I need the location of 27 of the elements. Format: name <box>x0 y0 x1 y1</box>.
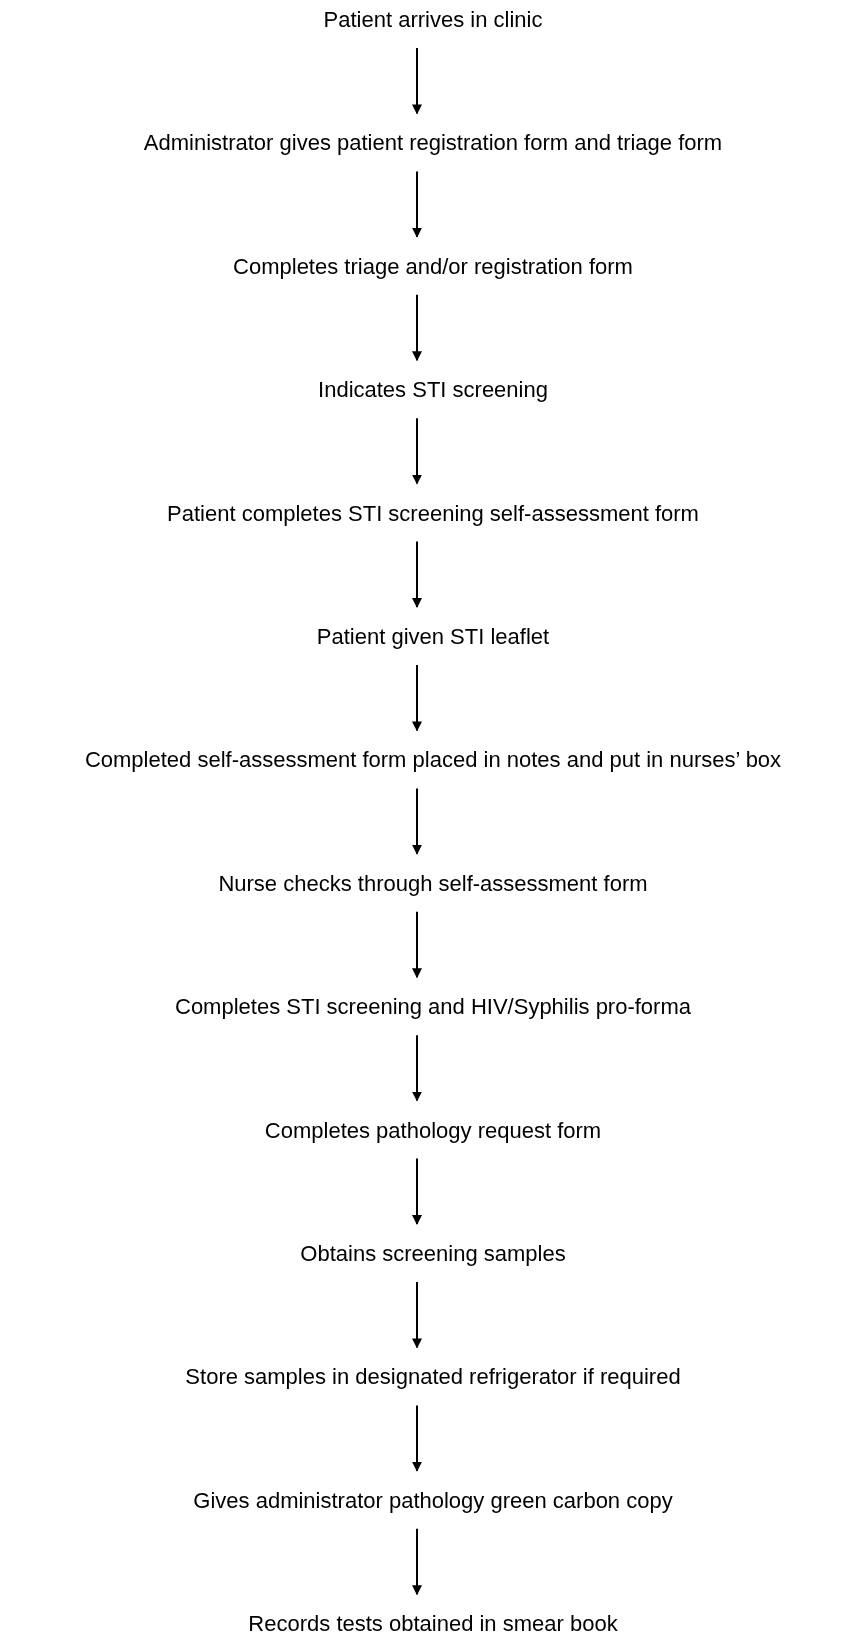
arrow <box>412 664 422 732</box>
step-text: Patient completes STI screening self-assessment form <box>167 499 699 528</box>
arrow <box>412 1404 422 1472</box>
step-text: Store samples in designated refrigerator if required <box>185 1363 681 1392</box>
arrow <box>412 910 422 979</box>
step-text: Completes triage and/or registration form <box>233 252 633 281</box>
arrow <box>412 1034 422 1102</box>
step-text: Records tests obtained in smear book <box>248 1610 618 1639</box>
arrow <box>412 1281 422 1349</box>
step-text: Patient arrives in clinic <box>323 6 543 34</box>
step-text: Completes pathology request form <box>264 1116 602 1145</box>
arrow <box>412 47 422 115</box>
arrow <box>412 787 422 855</box>
step-text: Completes STI screening and HIV/Syphilis pro-forma <box>175 993 691 1022</box>
arrow <box>412 417 422 485</box>
arrow <box>412 540 422 608</box>
step-text: Nurse checks through self-assessment form <box>218 869 648 898</box>
step-text: Completed self-assessment form placed in notes and put in nurses’ box <box>84 746 782 775</box>
arrow <box>412 293 422 362</box>
step-text: Indicates STI screening <box>318 376 548 405</box>
step-text: Patient given STI leaflet <box>316 623 550 651</box>
arrow <box>412 1527 422 1596</box>
arrow <box>412 1157 422 1225</box>
step-text: Obtains screening samples <box>300 1240 566 1268</box>
step-text: Gives administrator pathology green carbon copy <box>193 1486 673 1515</box>
arrow <box>412 170 422 238</box>
step-text: Administrator gives patient registration form and triage form <box>143 129 723 158</box>
